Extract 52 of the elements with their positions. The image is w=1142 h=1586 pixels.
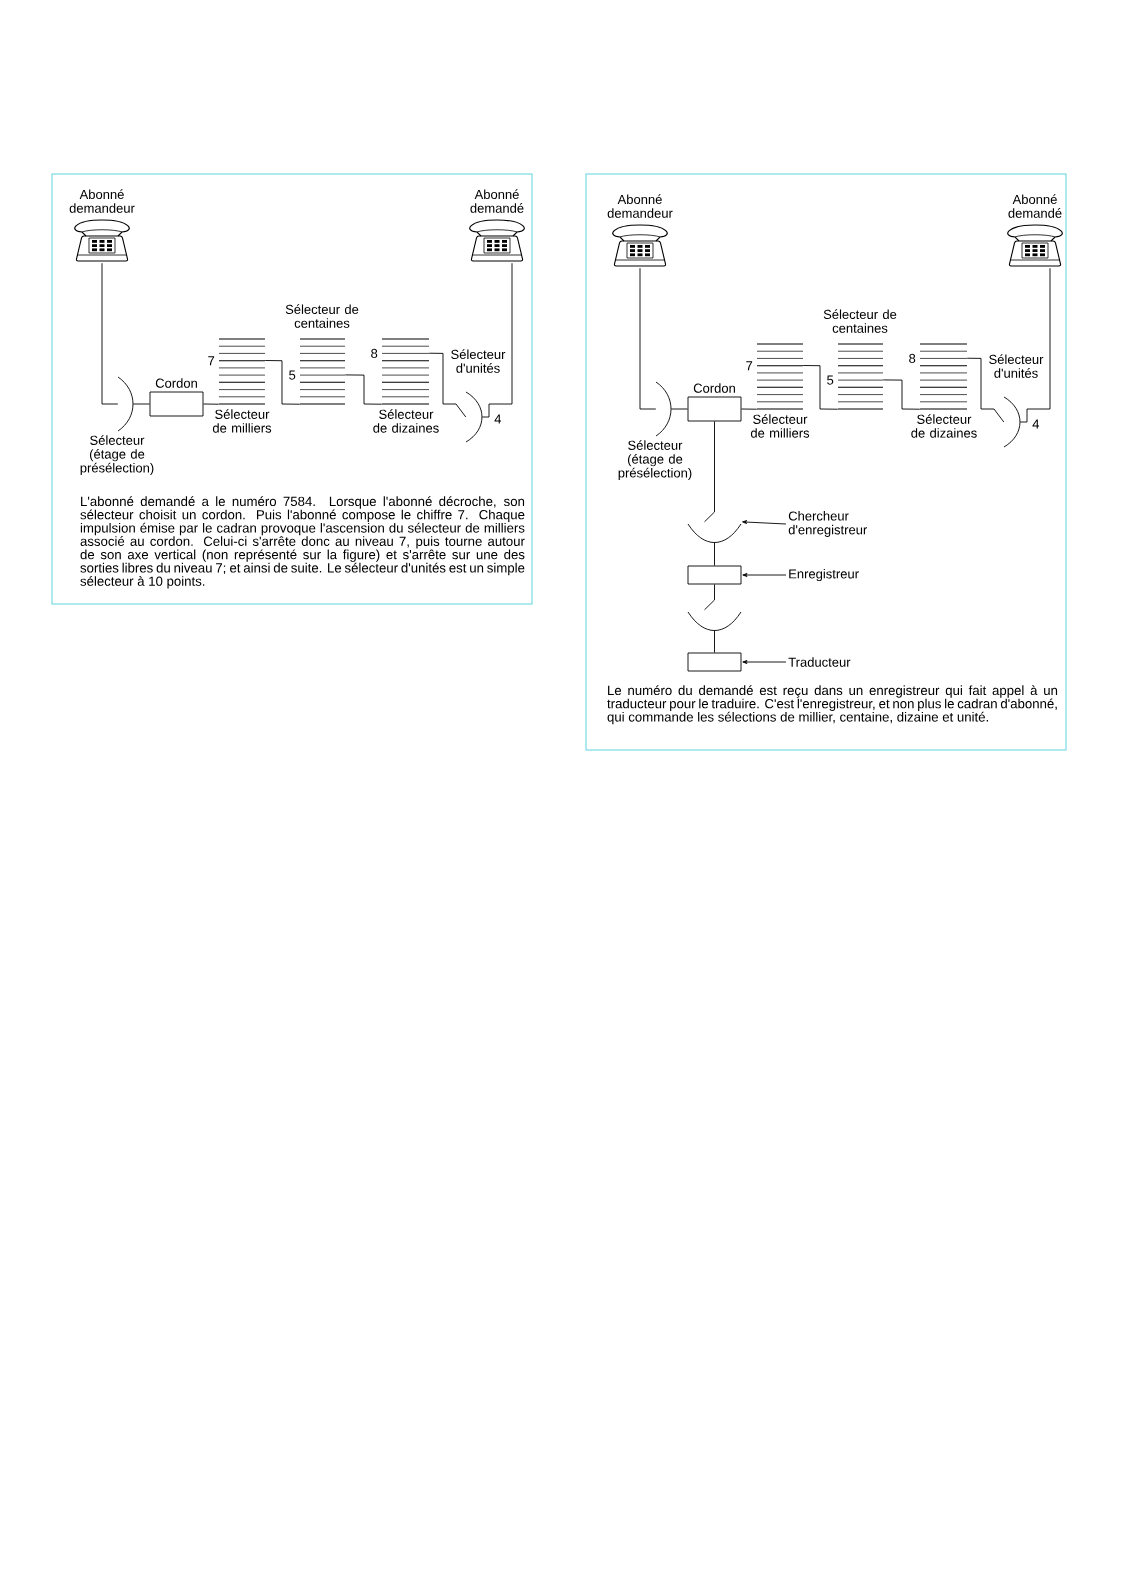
component-box: [687, 652, 742, 672]
connecting-line: [101, 262, 119, 405]
connecting-line: [704, 421, 715, 523]
level-number: 4: [494, 414, 502, 424]
subscriber-label: Abonné demandé: [1008, 194, 1062, 218]
level-number: 4: [1032, 419, 1040, 429]
component-label: Chercheur d'enregistreur: [788, 511, 868, 537]
selector-arc: [687, 611, 742, 631]
connecting-line: [481, 262, 513, 418]
connecting-line: [344, 374, 383, 405]
level-number: 7: [208, 356, 215, 366]
level-number: 5: [289, 370, 296, 380]
selector-label: Sélecteur (étage de présélection): [80, 435, 154, 476]
leader-line: [742, 520, 787, 525]
connecting-line: [882, 379, 921, 410]
selector-arc: [687, 523, 742, 543]
selector-label: Sélecteur d'unités: [451, 349, 506, 373]
leader-line: [742, 573, 787, 577]
selector-label: Sélecteur de dizaines: [911, 414, 977, 438]
connecting-line: [639, 267, 657, 410]
connecting-line: [428, 352, 467, 418]
selector-label: Sélecteur de centaines: [823, 309, 897, 333]
selector-label: Sélecteur de dizaines: [373, 409, 439, 433]
level-number: 8: [909, 353, 916, 363]
subscriber-label: Abonné demandé: [470, 189, 524, 213]
selector-label: Sélecteur de centaines: [285, 304, 359, 328]
level-number: 5: [827, 375, 834, 385]
connecting-line: [264, 360, 301, 405]
connecting-line: [966, 357, 1005, 423]
selector-label: Sélecteur de milliers: [212, 409, 272, 433]
component-box: [687, 565, 742, 585]
subscriber-label: Abonné demandeur: [607, 194, 673, 218]
connecting-line: [802, 365, 839, 410]
level-number: 8: [371, 348, 378, 358]
component-label: Enregistreur: [789, 568, 859, 582]
selector-label: Sélecteur de milliers: [750, 414, 810, 438]
connecting-line: [714, 541, 715, 566]
box-label: Cordon: [155, 378, 197, 388]
connecting-line: [1019, 267, 1051, 423]
level-number: 7: [746, 361, 753, 371]
connecting-line: [670, 408, 688, 410]
connecting-line: [741, 408, 758, 410]
box-label: Cordon: [693, 383, 735, 393]
leader-line: [742, 660, 787, 664]
selector-label: Sélecteur (étage de présélection): [618, 440, 692, 481]
connecting-line: [704, 584, 715, 611]
component-label: Traducteur: [788, 657, 851, 667]
selector-label: Sélecteur d'unités: [989, 354, 1044, 378]
connecting-line: [132, 403, 150, 405]
subscriber-label: Abonné demandeur: [69, 189, 135, 213]
connecting-line: [714, 629, 715, 653]
connecting-line: [203, 403, 220, 405]
